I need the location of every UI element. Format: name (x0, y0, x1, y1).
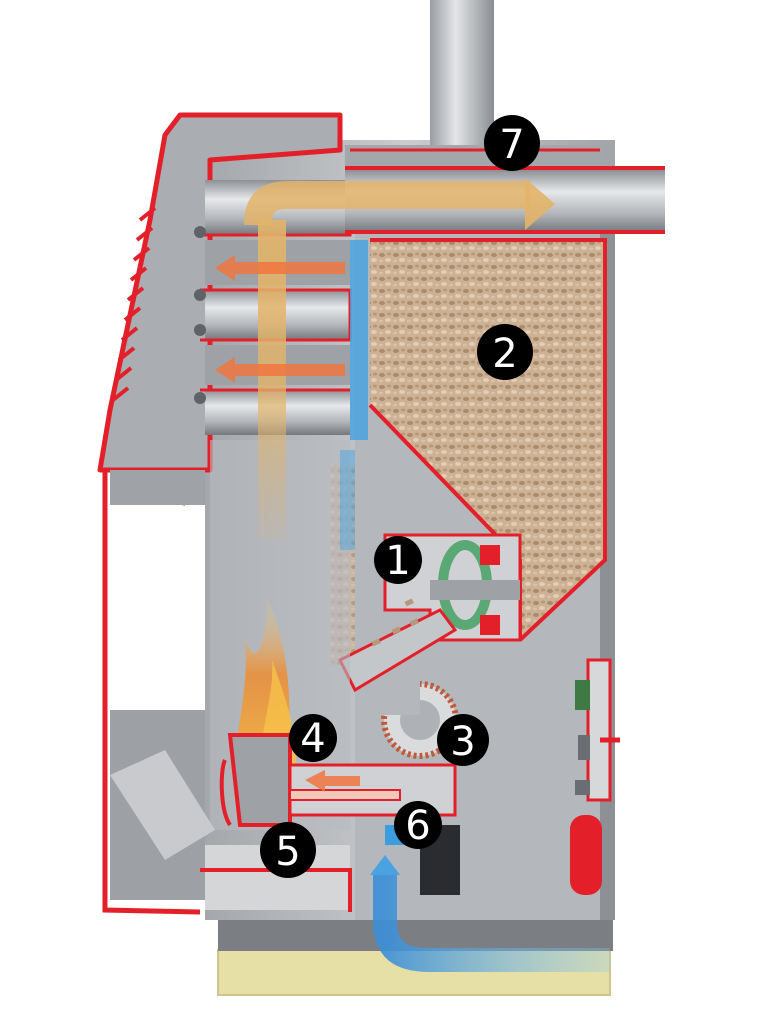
marker-6: 6 (394, 801, 442, 849)
svg-text:6: 6 (405, 803, 430, 849)
svg-text:4: 4 (300, 716, 325, 762)
marker-5: 5 (260, 822, 316, 878)
marker-1: 1 (374, 536, 422, 584)
marker-7: 7 (484, 115, 540, 171)
combustion-air-flow-arrow (340, 240, 610, 972)
svg-text:7: 7 (499, 122, 524, 168)
convection-air-arrows (215, 255, 360, 792)
svg-text:2: 2 (492, 331, 517, 377)
marker-2: 2 (477, 324, 533, 380)
marker-3: 3 (437, 714, 489, 766)
marker-4: 4 (289, 714, 337, 762)
svg-text:1: 1 (385, 538, 410, 584)
burner-pot (110, 733, 352, 912)
control-electronics (570, 658, 620, 895)
vent-slats (111, 206, 157, 402)
svg-text:5: 5 (275, 829, 300, 875)
svg-text:3: 3 (450, 719, 475, 765)
